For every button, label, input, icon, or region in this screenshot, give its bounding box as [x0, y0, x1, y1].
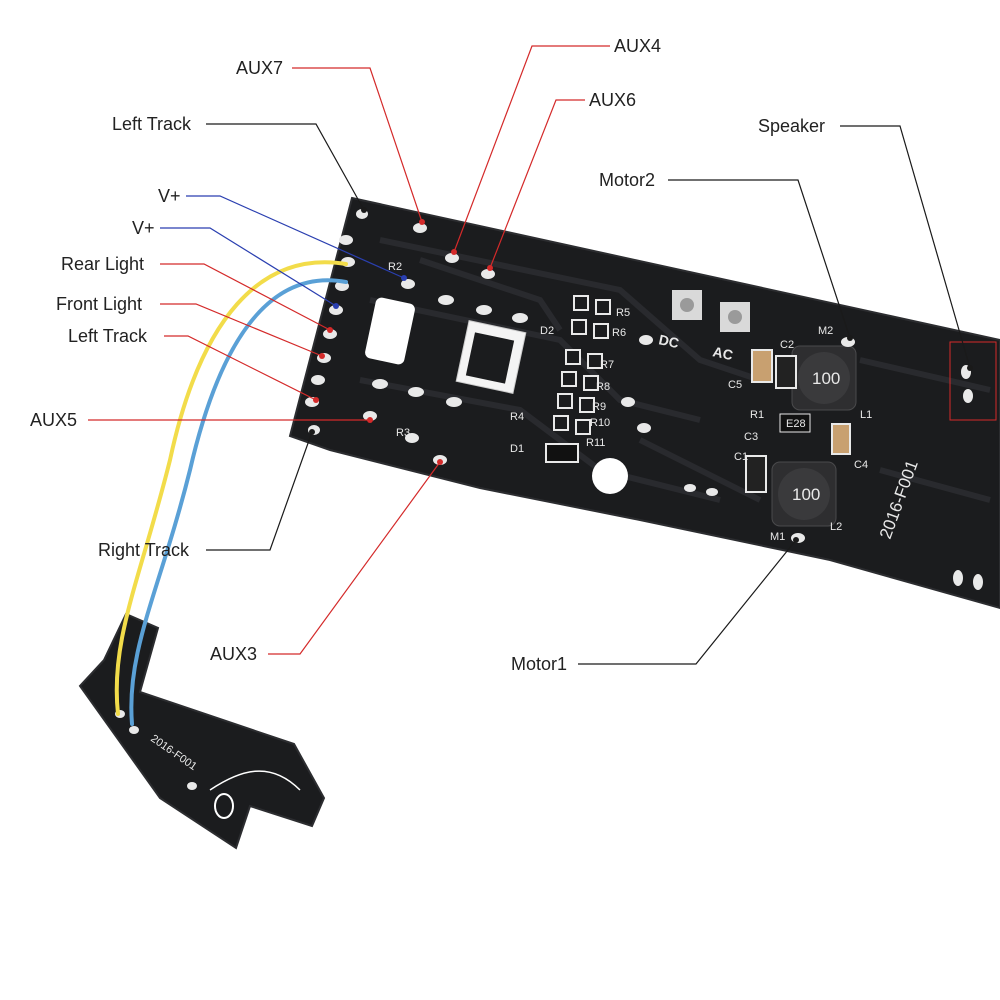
label-speaker: Speaker — [758, 116, 825, 136]
label-v-plus-1: V+ — [158, 186, 181, 206]
ref-r3: R3 — [396, 427, 410, 439]
ref-r2: R2 — [388, 261, 402, 273]
main-pcb-body — [288, 196, 1000, 610]
label-aux4: AUX4 — [614, 36, 661, 56]
smd-components — [745, 349, 851, 493]
wire-blue — [129, 278, 348, 726]
ref-d2: D2 — [540, 325, 554, 337]
ref-l1: L1 — [860, 409, 872, 421]
ref-r8: R8 — [596, 381, 610, 393]
inductor-l1: 100 — [791, 345, 857, 411]
label-aux6: AUX6 — [589, 90, 636, 110]
ref-r11: R11 — [586, 437, 605, 449]
label-motor1: Motor1 — [511, 654, 567, 674]
mounting-hole — [592, 458, 628, 494]
callout-labels: AUX7 AUX4 AUX6 Left Track Speaker Motor2… — [30, 36, 825, 674]
ref-c2: C2 — [780, 339, 794, 351]
inductor-l2-value: 100 — [792, 485, 820, 504]
ref-r1: R1 — [750, 409, 764, 421]
ref-m1: M1 — [770, 531, 785, 543]
wires — [114, 260, 348, 726]
label-motor2: Motor2 — [599, 170, 655, 190]
ic-e28 — [779, 413, 811, 433]
label-aux5: AUX5 — [30, 410, 77, 430]
wire-yellow — [114, 260, 348, 716]
label-left-track-mid: Left Track — [68, 326, 148, 346]
small-pcb-body — [78, 612, 326, 850]
ref-r5: R5 — [616, 307, 630, 319]
ref-m2: M2 — [818, 325, 833, 337]
small-pcb: 2016-F001 — [78, 612, 326, 850]
label-front-light: Front Light — [56, 294, 142, 314]
label-rear-light: Rear Light — [61, 254, 144, 274]
inductor-l2: 100 — [771, 461, 837, 527]
resistor-array — [545, 295, 611, 463]
leader-lines — [88, 45, 973, 665]
ic-marking: E28 — [786, 418, 806, 430]
label-left-track-top: Left Track — [112, 114, 192, 134]
ref-r9: R9 — [592, 401, 606, 413]
main-pcb: 100 100 E28 — [288, 196, 1000, 610]
silk-dc: DC — [657, 331, 680, 351]
ref-c1: C1 — [734, 451, 748, 463]
connector — [455, 320, 527, 394]
ref-r4: R4 — [510, 411, 524, 423]
pcb-traces — [359, 237, 991, 503]
inductor-l1-value: 100 — [812, 369, 840, 388]
label-aux7: AUX7 — [236, 58, 283, 78]
ref-r10: R10 — [590, 417, 610, 429]
label-aux3: AUX3 — [210, 644, 257, 664]
ref-r7: R7 — [600, 359, 614, 371]
pcb-cutout — [365, 297, 415, 365]
ref-c5: C5 — [728, 379, 742, 391]
ref-c3: C3 — [744, 431, 758, 443]
silk-ac: AC — [711, 343, 734, 363]
ref-r6: R6 — [612, 327, 626, 339]
label-right-track: Right Track — [98, 540, 190, 560]
label-v-plus-2: V+ — [132, 218, 155, 238]
ref-c4: C4 — [854, 459, 868, 471]
speaker-highlight-box — [949, 341, 997, 421]
ref-d1: D1 — [510, 443, 524, 455]
ref-l2: L2 — [830, 521, 842, 533]
